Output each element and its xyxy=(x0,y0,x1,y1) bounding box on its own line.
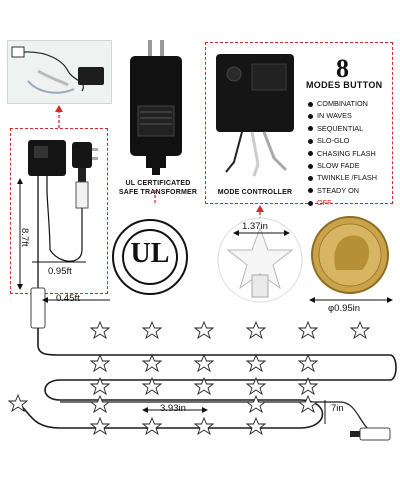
mode-item: IN WAVES xyxy=(308,110,377,122)
mode-item: COMBINATION xyxy=(308,98,377,110)
dim-star-width: 1.37in xyxy=(242,221,268,232)
dim-coin-diameter: φ0.95in xyxy=(328,303,361,314)
modes-count: 8 xyxy=(336,54,349,83)
dim-tail: 7in xyxy=(331,403,344,414)
mode-item: CHASING FLASH xyxy=(308,148,377,160)
mode-item: SLO-GLO xyxy=(308,135,377,147)
modes-header: MODES BUTTON xyxy=(306,80,383,90)
plug-adapter-panel xyxy=(10,128,108,294)
transformer-photo xyxy=(126,40,186,175)
thumbnail-wiring-illustration xyxy=(11,46,104,94)
mode-item: SEQUENTIAL xyxy=(308,123,377,135)
mode-item: STEADY ON xyxy=(308,185,377,197)
dim-plug-cord: 0.95ft xyxy=(48,266,72,277)
transformer-caption-line-1: UL CERTIFICATED xyxy=(125,180,191,187)
ul-logo-text: UL xyxy=(130,238,170,269)
mode-controller-caption: MODE CONTROLLER xyxy=(217,189,293,196)
dim-spacing: 3.93in xyxy=(160,403,186,414)
mode-controller-photo xyxy=(212,52,298,187)
mode-item: TWINKLE /FLASH xyxy=(308,172,377,184)
transformer-caption-line-2: SAFE TRANSFORMER xyxy=(118,189,198,196)
mode-item: SLOW FADE xyxy=(308,160,377,172)
modes-list: COMBINATION IN WAVES SEQUENTIAL SLO-GLO … xyxy=(308,98,377,210)
product-photo-thumbnail xyxy=(7,40,112,104)
mode-controller-panel xyxy=(205,42,393,204)
dim-cord-height: 8.7ft xyxy=(19,228,30,247)
mode-item-off: OFF xyxy=(308,197,377,209)
dim-lead: 0.45ft xyxy=(56,293,80,304)
